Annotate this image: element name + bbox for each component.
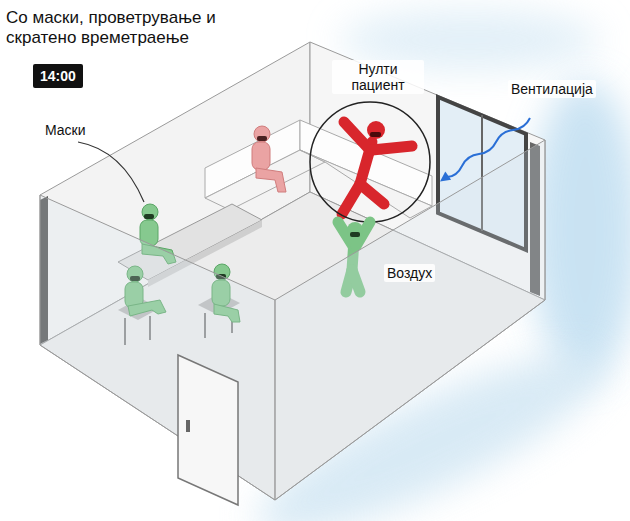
- mask-label: Маски: [42, 121, 89, 139]
- diagram-title: Со маски, проветрување и скратено времет…: [6, 8, 256, 49]
- ventilation-label: Вентилација: [508, 80, 596, 98]
- air-label: Воздух: [384, 264, 435, 282]
- time-badge: 14:00: [33, 64, 83, 88]
- patient-label: Нулти пациент: [332, 60, 424, 94]
- badge-text: 14:00: [40, 68, 76, 84]
